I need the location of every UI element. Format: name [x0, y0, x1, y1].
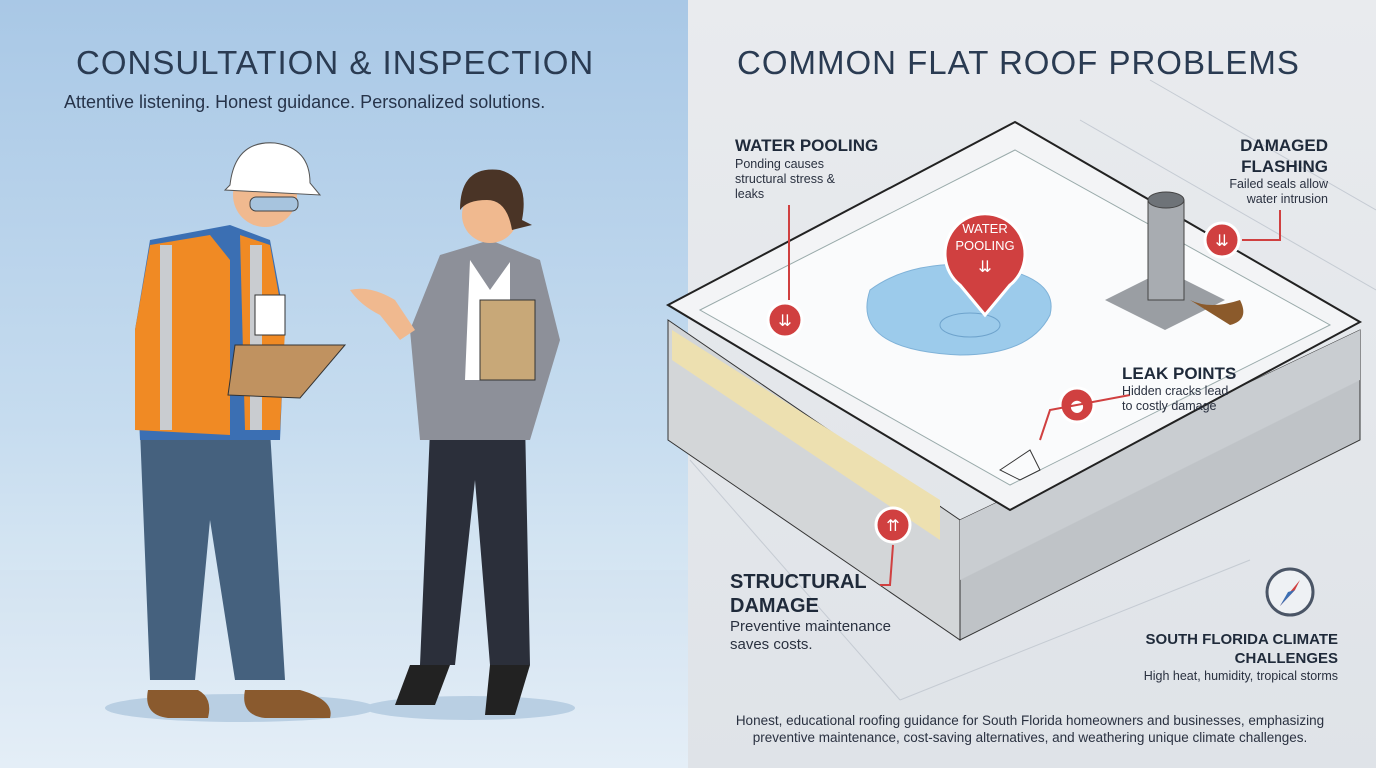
floor	[0, 570, 688, 768]
callout-title-leak-points: LEAK POINTS	[1122, 364, 1237, 383]
inspector-figure	[135, 142, 347, 718]
svg-text:⇊: ⇊	[1215, 231, 1228, 250]
callout-desc-damaged-flashing: Failed seals allow water intrusion	[1229, 177, 1328, 206]
crack	[999, 449, 1041, 481]
callout-desc-structural-damage: Preventive maintenance saves costs.	[730, 618, 891, 653]
svg-text:⇊: ⇊	[978, 257, 991, 276]
callout-desc-leak-points: Hidden cracks lead to costly damage	[1122, 384, 1229, 413]
compass-icon	[1265, 567, 1315, 617]
callout-title-damaged-flashing: DAMAGED FLASHING	[1240, 136, 1328, 176]
svg-text:⇊: ⇊	[778, 311, 791, 330]
callout-title-water-pooling: WATER POOLING	[735, 136, 879, 155]
consultation-illustration	[105, 142, 575, 722]
callout-title-climate: SOUTH FLORIDA CLIMATE CHALLENGES	[1145, 631, 1338, 667]
footer-text: Honest, educational roofing guidance for…	[735, 713, 1325, 745]
insulation-layer	[672, 330, 940, 540]
callout-desc-water-pooling: Ponding causes structural stress & leaks	[735, 157, 836, 201]
callout-title-structural-damage: STRUCTURAL DAMAGE	[730, 571, 867, 617]
down-arrow-icon	[766, 301, 804, 339]
ripple	[939, 312, 1001, 338]
callout-desc-climate: High heat, humidity, tropical storms	[1143, 669, 1338, 683]
client-figure	[350, 169, 560, 715]
consultation-panel: CONSULTATION & INSPECTION Attentive list…	[0, 0, 688, 768]
metal-deck	[960, 330, 1360, 580]
left-title: CONSULTATION & INSPECTION	[76, 44, 595, 81]
vent-pipe	[1105, 191, 1244, 330]
pin-label-line2: POOLING	[955, 238, 1014, 253]
down-arrow-icon	[1203, 221, 1241, 259]
pin-label-line1: WATER	[962, 221, 1008, 236]
up-arrow-icon	[874, 506, 912, 544]
callout-lines	[788, 205, 1281, 586]
water-pooling-pin	[943, 212, 1027, 318]
svg-text:⇈: ⇈	[886, 516, 899, 535]
right-title: COMMON FLAT ROOF PROBLEMS	[737, 44, 1300, 81]
left-subtitle: Attentive listening. Honest guidance. Pe…	[64, 92, 546, 112]
blueprint-grid	[689, 79, 1376, 701]
